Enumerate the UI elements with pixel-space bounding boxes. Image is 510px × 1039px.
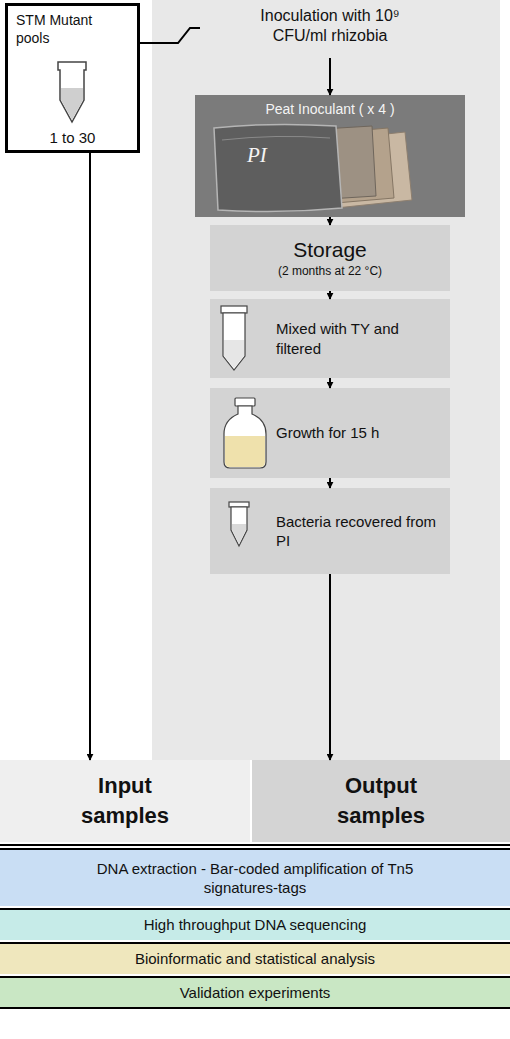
inoculation-note: Inoculation with 10⁹ CFU/ml rhizobia [200, 6, 460, 58]
node-label: Growth for 15 h [276, 423, 379, 443]
output-band: Output samples [252, 760, 510, 842]
flow-connector [89, 153, 91, 760]
node-sublabel: (2 months at 22 °C) [278, 264, 382, 278]
process-box: Growth for 15 h [210, 388, 450, 478]
stm-box: STM Mutant pools 1 to 30 [5, 3, 140, 153]
flow-connector [329, 378, 331, 388]
input-band: Input samples [0, 760, 250, 842]
flow-connector [329, 217, 331, 225]
step-band: Bioinformatic and statistical analysis [0, 942, 510, 974]
node-label: Inoculation with 10⁹ CFU/ml rhizobia [243, 6, 418, 46]
node-label: Peat Inoculant ( x 4 ) [265, 101, 394, 117]
flow-connector [329, 574, 331, 760]
node-label: DNA extraction - Bar-coded amplification… [75, 859, 435, 898]
step-band: Validation experiments [0, 976, 510, 1009]
flow-connector [329, 291, 331, 299]
node-label: Validation experiments [180, 983, 331, 1003]
process-box: Mixed with TY and filtered [210, 299, 450, 378]
storage-box: Storage (2 months at 22 °C) [210, 225, 450, 291]
node-label: Output samples [331, 771, 431, 830]
process-box: Bacteria recovered from PI [210, 488, 450, 574]
rule-line [0, 844, 510, 846]
node-label: Storage [293, 238, 367, 262]
flow-connector [329, 58, 331, 95]
peat-inoculant-box: Peat Inoculant ( x 4 ) PI [195, 95, 465, 217]
flow-connector [140, 28, 200, 43]
step-band: DNA extraction - Bar-coded amplification… [0, 848, 510, 906]
step-band: High throughput DNA sequencing [0, 908, 510, 940]
node-label: Mixed with TY and filtered [276, 319, 442, 358]
node-sublabel: PI [247, 143, 267, 168]
node-label: Bioinformatic and statistical analysis [135, 949, 375, 969]
node-label: STM Mutant pools [16, 12, 129, 47]
node-label: Bacteria recovered from PI [276, 512, 442, 551]
node-label: Input samples [75, 771, 175, 830]
node-sublabel: 1 to 30 [50, 129, 96, 146]
node-label: High throughput DNA sequencing [144, 915, 367, 935]
flow-connector [329, 478, 331, 488]
